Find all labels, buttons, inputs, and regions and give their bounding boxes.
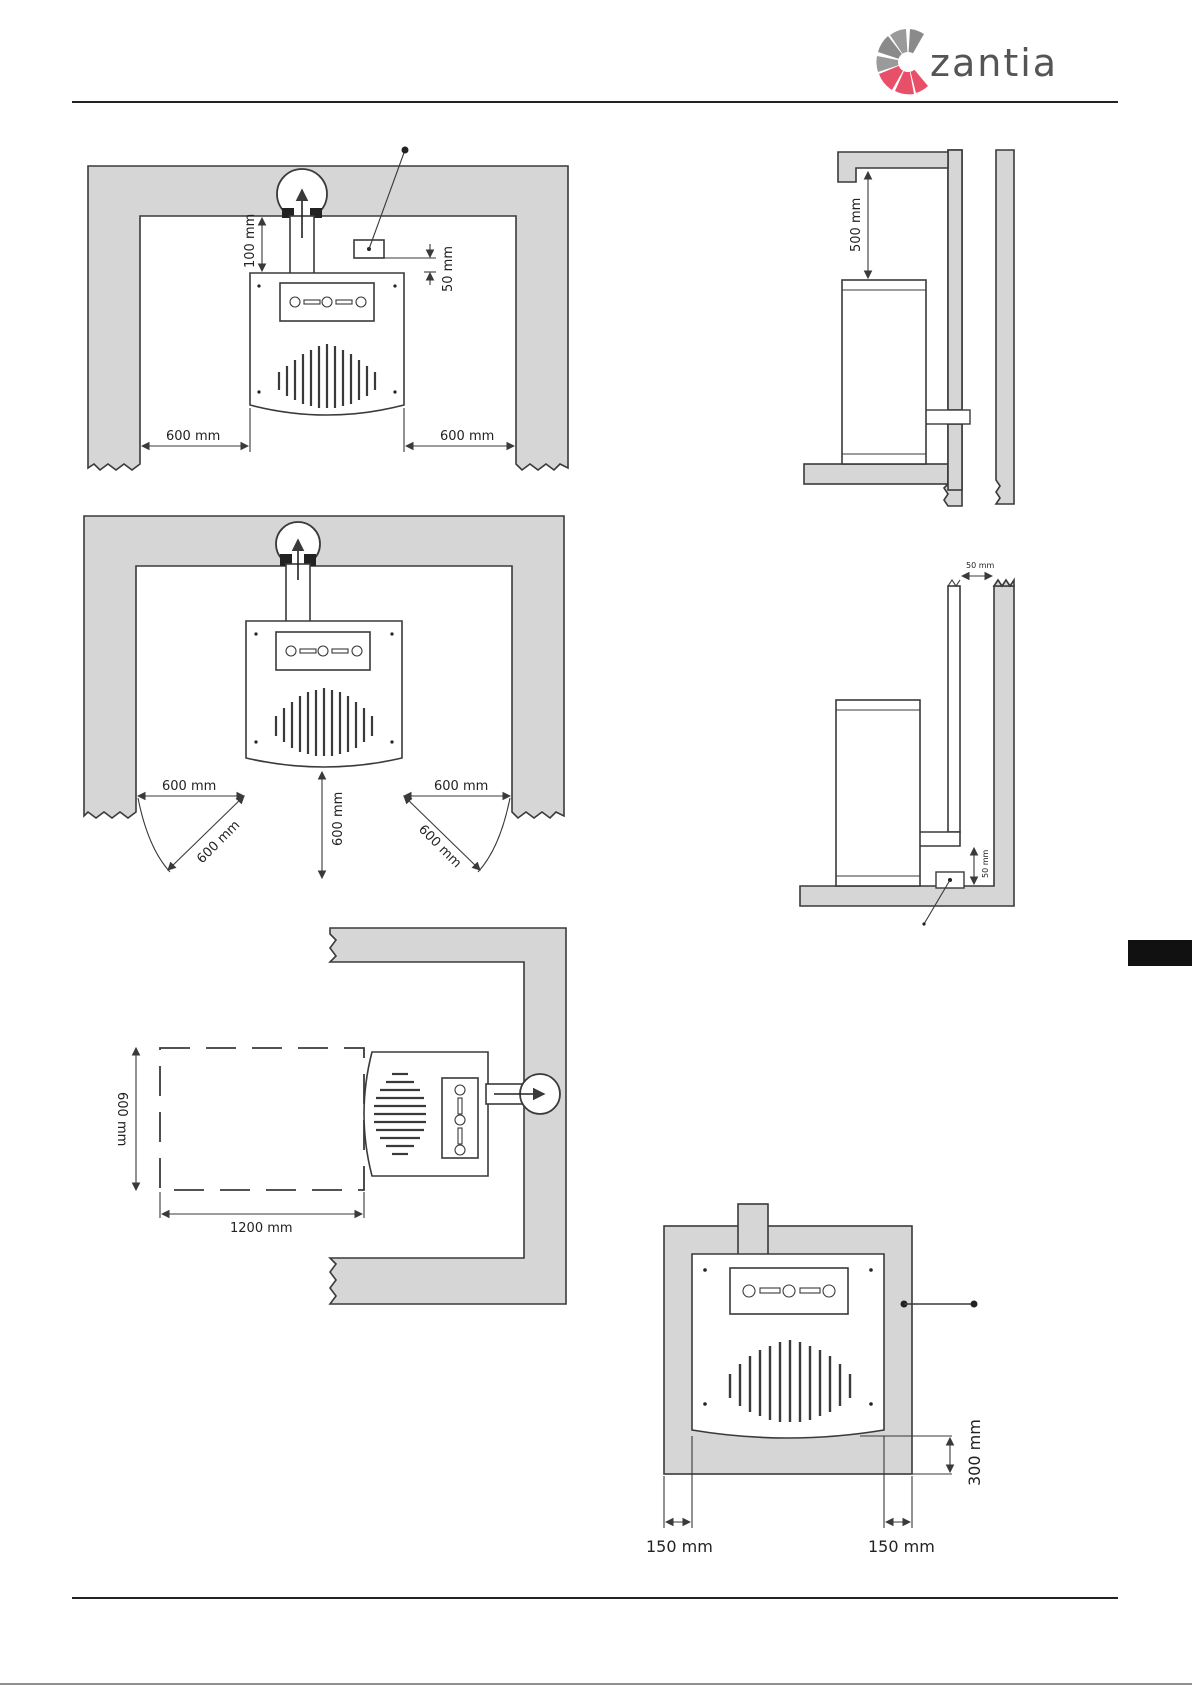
clearance-zone-dashed xyxy=(160,1048,364,1190)
dim-50mm-top: 50 mm xyxy=(966,561,995,570)
chimney-flue-2 xyxy=(276,522,320,622)
dim-1200mm: 1200 mm xyxy=(230,1221,293,1236)
dim-600mm-right-2: 600 mm xyxy=(434,779,488,794)
figure-5-rear-gap: 50 mm 50 mm xyxy=(800,561,1014,926)
figure-1-top-view-clearances: 100 mm 50 mm 600 mm 600 mm xyxy=(88,147,568,471)
figure-4-side-elevation: 500 mm xyxy=(804,150,1014,506)
dim-600mm-left-2: 600 mm xyxy=(162,779,216,794)
section-tab xyxy=(1128,940,1192,966)
logo-wordmark: zantia xyxy=(930,41,1058,85)
stove-top-view-2 xyxy=(246,621,402,767)
figure-3-front-zone: 600 mm 1200 mm xyxy=(114,928,566,1304)
stove-top-view-4 xyxy=(692,1254,884,1438)
stove-top-view xyxy=(250,273,404,415)
brand-logo: zantia xyxy=(876,29,1058,94)
dim-600mm-right: 600 mm xyxy=(440,429,494,444)
dim-100mm: 100 mm xyxy=(243,214,258,268)
dim-600mm-front: 600 mm xyxy=(331,792,346,846)
dim-150mm-right: 150 mm xyxy=(868,1537,935,1556)
dim-500mm: 500 mm xyxy=(849,198,864,252)
stove-side-profile-2 xyxy=(836,700,920,886)
chimney-flue xyxy=(277,169,327,274)
figure-2-front-clearances: 600 mm 600 mm 600 mm 600 mm 600 mm xyxy=(84,516,564,878)
dim-50mm: 50 mm xyxy=(441,246,456,292)
figure-6-floor-plate: 150 mm 150 mm 300 mm xyxy=(646,1204,984,1556)
dim-600mm-depth: 600 mm xyxy=(114,1092,129,1146)
stove-top-view-3 xyxy=(364,1052,488,1176)
dim-50mm-side: 50 mm xyxy=(981,849,990,878)
dim-300mm: 300 mm xyxy=(965,1419,984,1486)
sunburst-icon xyxy=(876,29,928,94)
dim-600mm-left: 600 mm xyxy=(166,429,220,444)
chimney-flue-3 xyxy=(486,1074,560,1114)
dim-150mm-left: 150 mm xyxy=(646,1537,713,1556)
stove-side-profile xyxy=(842,280,926,464)
dim-600mm-diag-left: 600 mm xyxy=(194,818,243,867)
